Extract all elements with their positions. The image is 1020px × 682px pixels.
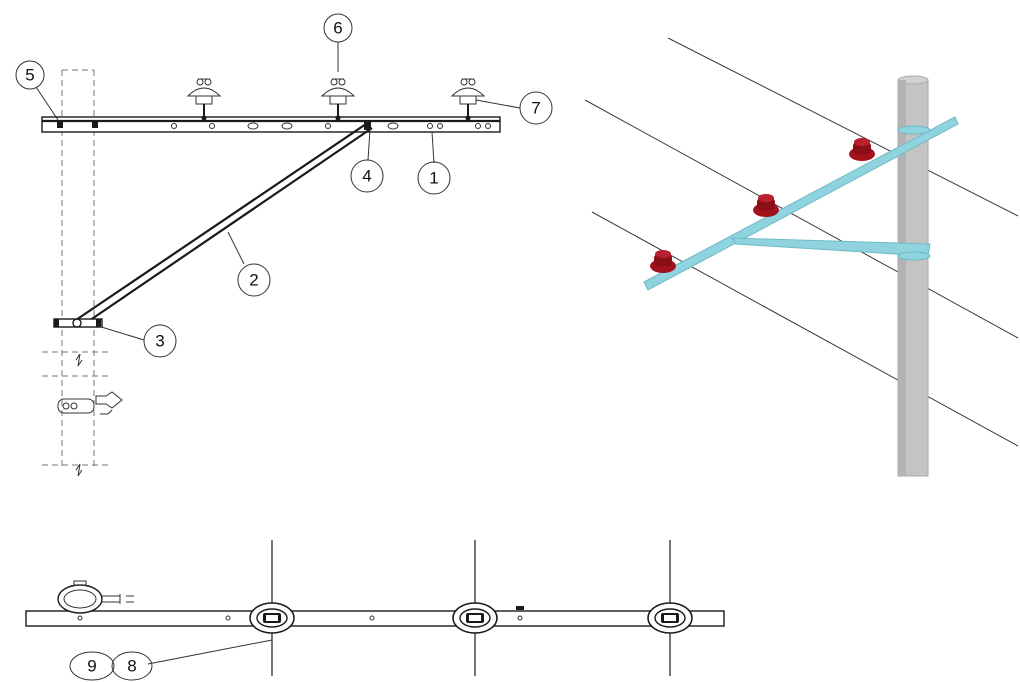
top-view: 9 8 [25, 540, 725, 681]
callout-label: 1 [429, 169, 438, 188]
brace [72, 123, 373, 328]
callout-3: 3 [143, 324, 177, 358]
callout-7: 7 [519, 91, 553, 125]
callout-label: 9 [87, 657, 96, 676]
front-view: 5 6 7 4 1 2 3 [15, 13, 553, 477]
callout-label: 2 [249, 271, 258, 290]
pin-insulator-icon [650, 250, 676, 273]
callout-6: 6 [323, 13, 353, 43]
callout-2: 2 [237, 263, 271, 297]
callout-label: 6 [333, 19, 342, 38]
callout-label: 3 [155, 332, 164, 351]
leader-line [147, 639, 273, 665]
pin-insulator-icon [249, 602, 295, 634]
pin-insulator-icon [753, 194, 779, 217]
leader-lines [35, 42, 521, 341]
callout-4: 4 [350, 159, 384, 193]
brace-clamp [53, 318, 103, 328]
pin-insulator-icon [186, 78, 222, 122]
pin-insulator-icon [450, 78, 486, 122]
pole-clamp-icon [57, 580, 134, 614]
perspective-view [584, 37, 1019, 477]
pin-insulator-icon [849, 138, 875, 161]
pin-insulator-icon [647, 602, 693, 634]
callout-label: 8 [127, 657, 136, 676]
callout-label: 7 [531, 99, 540, 118]
callout-5: 5 [15, 60, 45, 90]
callout-8: 8 [111, 651, 153, 681]
callout-9: 9 [69, 651, 115, 681]
crossarm-3d [643, 116, 959, 291]
lower-clamp [57, 391, 123, 415]
callout-label: 5 [25, 66, 34, 85]
callout-1: 1 [417, 161, 451, 195]
pole-outline-dashed [42, 69, 112, 477]
callout-label: 4 [362, 167, 371, 186]
pin-insulator-icon [320, 78, 356, 122]
crossarm-plan [25, 610, 725, 627]
pin-insulator-icon [452, 602, 498, 634]
crossarm [41, 116, 501, 133]
